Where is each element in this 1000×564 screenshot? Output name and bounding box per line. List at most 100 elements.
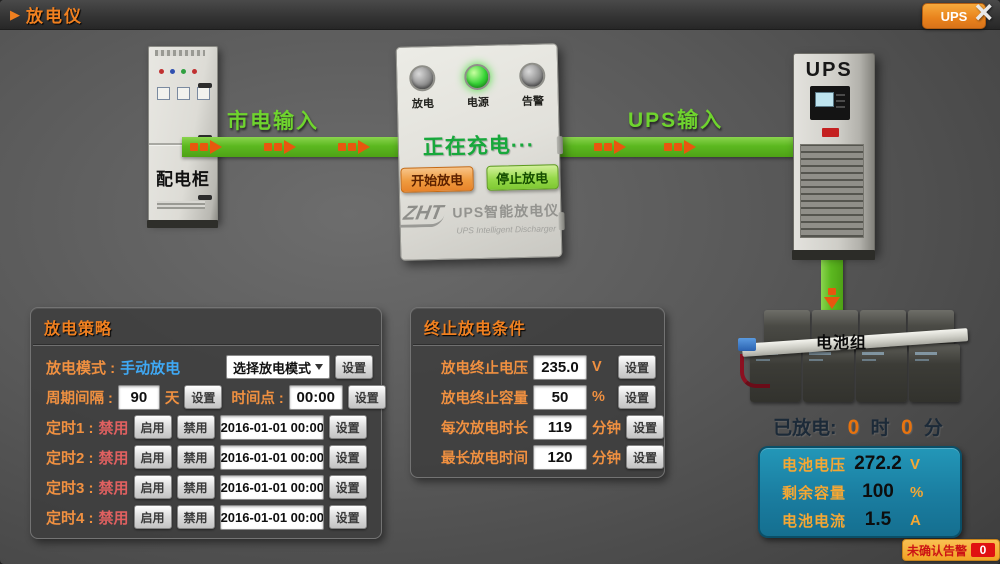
- battery-capacity-row: 剩余容量 100 %: [768, 478, 952, 506]
- timer-label: 定时1 :: [46, 419, 94, 437]
- page-title: 放电仪: [26, 7, 83, 26]
- ups-lcd: [815, 92, 834, 107]
- led-lamp: [464, 63, 491, 91]
- cycle-set-button[interactable]: 设置: [184, 385, 223, 409]
- timer-status: 禁用: [98, 479, 129, 497]
- mode-value: 手动放电: [120, 359, 181, 377]
- ups-flow-bar: [546, 137, 796, 157]
- cabinet-slot: [198, 195, 212, 200]
- ups-window-button[interactable]: UPS ×: [922, 0, 993, 29]
- stop-discharge-button[interactable]: 停止放电: [485, 164, 559, 191]
- timer-status: 禁用: [98, 419, 129, 437]
- condition-set-button[interactable]: 设置: [626, 445, 665, 469]
- start-discharge-button[interactable]: 开始放电: [400, 166, 474, 193]
- ups-base: [792, 250, 876, 260]
- discharger-device-panel: 放电 电源 告警 正在充电··· 开始放电 停止放电 ZHT UPS智能放电仪 …: [395, 43, 565, 261]
- stop-conditions-panel: 终止放电条件 放电终止电压 V 设置 放电终止容量 % 设置 每次放电时长 分钟…: [410, 307, 665, 478]
- timer-row: 定时4 : 禁用 启用 禁用 设置: [31, 502, 381, 532]
- alarm-label: 未确认告警: [907, 543, 968, 558]
- timer-datetime-input[interactable]: [219, 414, 324, 440]
- discharge-policy-panel: 放电策略 放电模式 : 手动放电 选择放电模式 设置 周期间隔 : 天 设置 时…: [30, 307, 386, 539]
- condition-set-button[interactable]: 设置: [626, 415, 665, 439]
- mode-label: 放电模式 :: [46, 359, 116, 377]
- timer-enable-button[interactable]: 启用: [133, 445, 172, 469]
- timer-enable-button[interactable]: 启用: [133, 475, 172, 499]
- condition-set-button[interactable]: 设置: [617, 385, 656, 409]
- condition-input[interactable]: [533, 414, 587, 440]
- battery-capacity-label: 剩余容量: [781, 484, 846, 502]
- timer-set-button[interactable]: 设置: [328, 415, 367, 439]
- mains-flow-bar: [182, 137, 404, 157]
- unconfirmed-alarm-badge[interactable]: 未确认告警 0: [902, 539, 1000, 561]
- battery-current-unit: A: [910, 511, 921, 529]
- ups-display: [810, 86, 850, 120]
- timer-status: 禁用: [98, 449, 129, 467]
- panel-divider: [33, 344, 379, 346]
- flow-arrow-icon: [190, 140, 222, 154]
- condition-label: 放电终止容量: [441, 390, 528, 407]
- condition-input[interactable]: [533, 384, 587, 410]
- condition-set-button[interactable]: 设置: [617, 355, 656, 379]
- led-label: 放电: [411, 98, 435, 111]
- distribution-cabinet-image: 配电柜: [147, 46, 218, 228]
- alarm-led: 告警: [515, 62, 550, 109]
- flow-arrow-down-icon: [824, 288, 840, 309]
- condition-unit: 分钟: [592, 420, 621, 437]
- flow-arrow-icon: [338, 140, 370, 154]
- cabinet-indicators: [159, 69, 203, 75]
- condition-label: 放电终止电压: [441, 360, 528, 377]
- condition-label: 每次放电时长: [441, 420, 528, 437]
- timer-datetime-input[interactable]: [219, 504, 324, 530]
- discharge-mode-row: 放电模式 : 手动放电 选择放电模式 设置: [31, 352, 381, 382]
- timer-datetime-input[interactable]: [219, 444, 324, 470]
- ups-tower-image: UPS: [792, 53, 876, 260]
- product-name-en: UPS Intelligent Discharger: [456, 223, 557, 236]
- battery-connector: [738, 338, 756, 351]
- close-icon[interactable]: ×: [974, 0, 993, 30]
- led-lamp: [409, 64, 436, 92]
- cabinet-meters: [157, 87, 210, 100]
- stop-conditions-title: 终止放电条件: [424, 321, 527, 338]
- timer-set-button[interactable]: 设置: [328, 475, 367, 499]
- timer-disable-button[interactable]: 禁用: [176, 505, 215, 529]
- condition-unit: 分钟: [592, 450, 621, 467]
- battery-capacity-unit: %: [910, 483, 924, 501]
- condition-row: 最长放电时间 分钟 设置: [411, 442, 665, 472]
- timer-enable-button[interactable]: 启用: [133, 415, 172, 439]
- time-set-button[interactable]: 设置: [347, 385, 386, 409]
- cabinet-slot: [198, 83, 212, 88]
- charging-status-text: 正在充电···: [422, 133, 536, 160]
- timer-set-button[interactable]: 设置: [328, 445, 367, 469]
- timer-datetime-input[interactable]: [219, 474, 324, 500]
- timer-label: 定时3 :: [46, 479, 94, 497]
- flow-arrow-icon: [664, 140, 696, 154]
- time-input[interactable]: [288, 384, 343, 410]
- mode-select-value: 选择放电模式: [232, 360, 311, 376]
- panel-divider: [413, 344, 662, 346]
- alarm-count: 0: [971, 543, 995, 557]
- condition-row: 放电终止容量 % 设置: [411, 382, 664, 412]
- timer-disable-button[interactable]: 禁用: [176, 445, 215, 469]
- condition-unit: V: [592, 359, 602, 375]
- condition-input[interactable]: [533, 354, 587, 380]
- condition-row: 每次放电时长 分钟 设置: [411, 412, 665, 442]
- battery-group-image: 电池组: [738, 310, 969, 408]
- led-indicator-row: 放电 电源 告警: [397, 62, 558, 112]
- cycle-input[interactable]: [117, 384, 160, 410]
- cycle-unit: 天: [164, 390, 180, 407]
- timer-disable-button[interactable]: 禁用: [176, 415, 215, 439]
- discharged-minutes-unit: 分: [923, 418, 943, 439]
- condition-row: 放电终止电压 V 设置: [411, 352, 664, 382]
- cabinet-label: 配电柜: [156, 170, 210, 189]
- timer-set-button[interactable]: 设置: [328, 505, 367, 529]
- mode-set-button[interactable]: 设置: [334, 355, 373, 379]
- mode-select[interactable]: 选择放电模式: [225, 355, 330, 379]
- battery-voltage-value: 272.2: [854, 453, 902, 474]
- flow-arrow-icon: [264, 140, 296, 154]
- play-icon: ▶: [10, 6, 20, 22]
- cycle-label: 周期间隔 :: [46, 390, 113, 407]
- timer-disable-button[interactable]: 禁用: [176, 475, 215, 499]
- timer-enable-button[interactable]: 启用: [133, 505, 172, 529]
- condition-input[interactable]: [533, 444, 587, 470]
- battery-current-row: 电池电流 1.5 A: [768, 506, 952, 534]
